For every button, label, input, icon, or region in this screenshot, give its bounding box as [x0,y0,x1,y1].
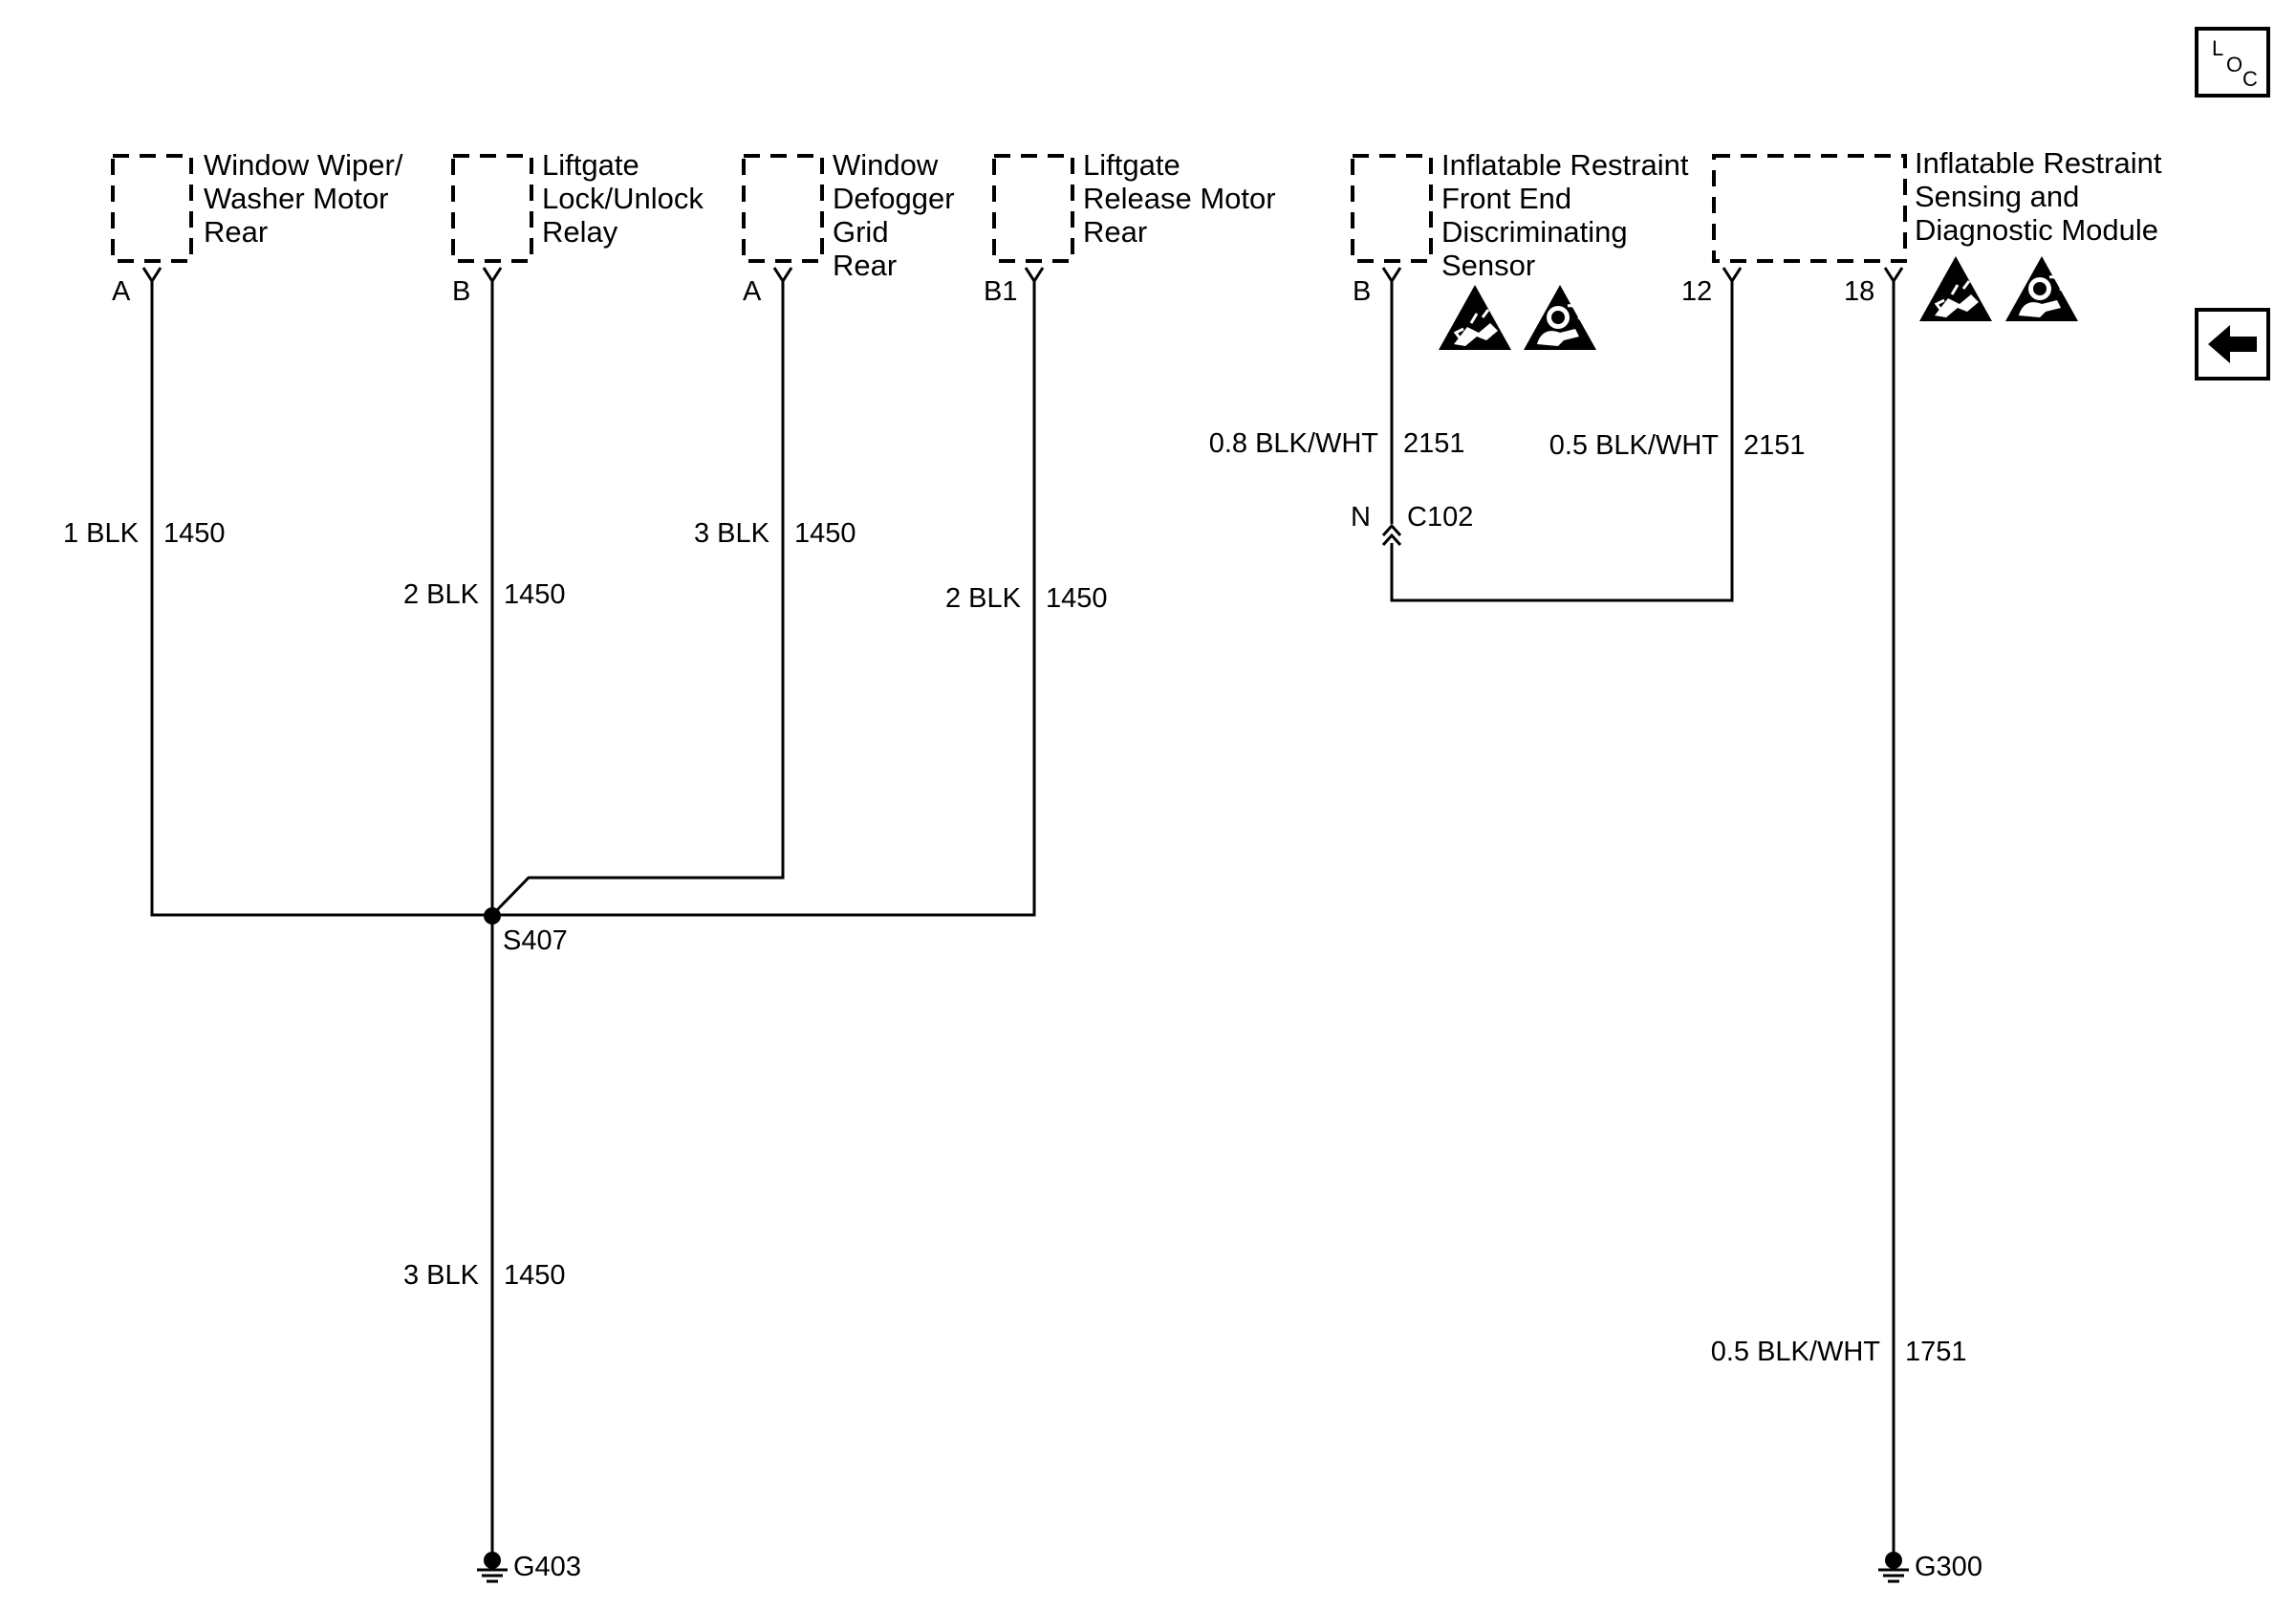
connector-c102: N C102 [1351,502,1473,547]
wire-circuit: 1450 [794,518,856,549]
airbag-warning-icon [1522,283,1598,352]
component-wiper-motor: Window Wiper/ Washer Motor Rear A [111,148,403,307]
component-lock-relay: Liftgate Lock/Unlock Relay B [451,148,704,307]
wire-size-color: 0.5 BLK/WHT [1711,1337,1881,1367]
loc-letter-l: L [2212,36,2223,60]
component-label: Liftgate [542,148,639,182]
wire-size-color: 0.8 BLK/WHT [1209,428,1379,459]
component-label: Grid [833,215,889,249]
ground-label: G300 [1915,1552,1982,1582]
pin-label: 18 [1844,276,1874,307]
component-label: Rear [833,249,897,282]
component-front-end-sensor: Inflatable Restraint Front End Discrimin… [1351,148,1689,352]
terminal-marks [141,267,1904,284]
wire-circuit: 1450 [163,518,226,549]
splice-s407: S407 [484,907,568,956]
component-label: Window [833,148,939,182]
loc-icon[interactable]: L O C [2195,27,2270,98]
pin-label: A [743,276,762,307]
wire-size-color: 1 BLK [63,518,140,549]
wire-circuit: 2151 [1403,428,1465,459]
component-label: Inflatable Restraint [1441,148,1689,182]
pin-label: A [112,276,131,307]
component-label: Rear [1083,215,1147,249]
wire-circuit: 1450 [504,1260,566,1291]
wire-size-color: 3 BLK [403,1260,480,1291]
component-label: Washer Motor [204,182,389,215]
wire-size-color: 2 BLK [945,583,1022,614]
wire-circuit: 1751 [1905,1337,1967,1367]
component-label: Rear [204,215,268,249]
wire-circuit: 1450 [1046,583,1108,614]
component-label: Defogger [833,182,955,215]
loc-letter-o: O [2226,53,2242,76]
loc-letter-c: C [2242,67,2258,91]
wire-segments [150,281,1895,1560]
component-label: Inflatable Restraint [1915,146,2162,180]
pin-label: 12 [1681,276,1712,307]
wire-circuit: 2151 [1744,430,1806,461]
component-label: Relay [542,215,618,249]
component-label: Front End [1441,182,1571,215]
pin-label: B [452,276,470,307]
airbag-warning-icon [2004,254,2080,323]
component-label: Liftgate [1083,148,1180,182]
component-sensing-diagnostic-module: Inflatable Restraint Sensing and Diagnos… [1681,146,2162,323]
wire-size-color: 0.5 BLK/WHT [1549,430,1720,461]
wire-circuit: 1450 [504,579,566,610]
wire-labels: 1 BLK 1450 2 BLK 1450 3 BLK 1450 2 BLK 1… [63,428,1967,1367]
component-label: Discriminating [1441,215,1628,249]
connector-name: C102 [1407,502,1473,533]
wire-size-color: 2 BLK [403,579,480,610]
ground-g300: G300 [1878,1552,1982,1583]
pin-label: B1 [984,276,1017,307]
component-label: Diagnostic Module [1915,213,2158,247]
component-defogger: Window Defogger Grid Rear A [742,148,955,307]
component-label: Window Wiper/ [204,148,403,182]
component-label: Lock/Unlock [542,182,704,215]
esd-warning-icon [1437,283,1513,352]
component-label: Release Motor [1083,182,1276,215]
connector-pin: N [1351,502,1371,533]
ground-label: G403 [513,1552,581,1582]
pin-label: B [1353,276,1371,307]
component-label: Sensing and [1915,180,2079,213]
ground-g403: G403 [477,1552,581,1583]
back-arrow-icon[interactable] [2195,308,2270,381]
component-label: Sensor [1441,249,1535,282]
wire-size-color: 3 BLK [694,518,770,549]
component-release-motor: Liftgate Release Motor Rear B1 [984,148,1276,307]
splice-label: S407 [503,925,568,956]
esd-warning-icon [1917,254,1994,323]
